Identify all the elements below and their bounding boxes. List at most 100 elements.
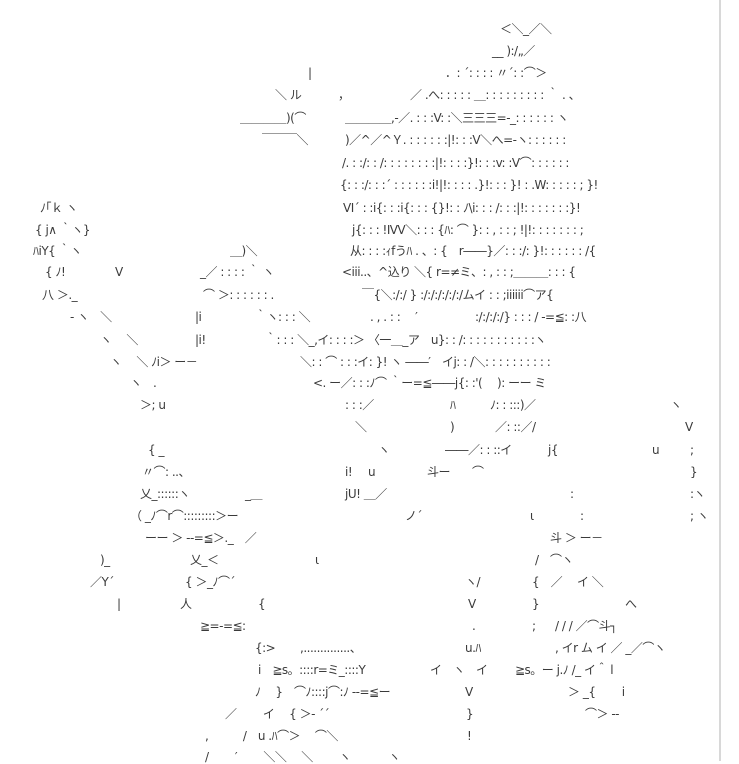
ascii-art-segment: ／ イ { ＞- ´´ bbox=[225, 707, 330, 721]
ascii-art-segment: } bbox=[466, 707, 474, 721]
ascii-art-segment: ＿＿＿＿)(⌒ bbox=[240, 111, 306, 125]
ascii-art-segment: ／Y´ bbox=[90, 575, 114, 589]
ascii-art-segment: {: : :/: : :´ : : : : : :i!|!: : : : .}!… bbox=[340, 178, 598, 192]
ascii-art-segment: ．: ´: : : : 〃´: :⌒＞ bbox=[445, 66, 547, 80]
ascii-art-segment: ＼ ル bbox=[275, 88, 302, 102]
ascii-art-segment: ⌒ bbox=[472, 465, 484, 479]
ascii-art-segment: V bbox=[685, 420, 693, 434]
ascii-art-segment: )_ bbox=[100, 553, 110, 567]
ascii-art-segment: { j∧ ｀ヽ} bbox=[35, 223, 91, 237]
ascii-art-segment: ヽ bbox=[378, 443, 390, 457]
ascii-art-segment: u bbox=[652, 443, 660, 457]
ascii-art-segment: ﾉ } ⌒ﾉ::::j⌒:ﾉ --=≦ー bbox=[255, 685, 391, 699]
ascii-art-segment: ; ヽ bbox=[690, 509, 709, 523]
ascii-art-segment: ノ´ bbox=[405, 509, 423, 523]
ascii-art-segment: . , . : : ′ bbox=[370, 310, 418, 324]
ascii-art-segment: ⌒＞ -- bbox=[585, 707, 619, 721]
ascii-art-segment: / ⌒ヽ bbox=[535, 553, 574, 567]
ascii-art-segment: ; bbox=[532, 619, 536, 633]
ascii-art-segment: ／: ::／/ bbox=[495, 420, 536, 434]
ascii-art-segment: u.ﾊ bbox=[465, 641, 481, 655]
ascii-art-segment: 乂_＜ bbox=[190, 553, 219, 567]
ascii-art-segment: ＜＼_／＼ bbox=[500, 22, 552, 36]
ascii-art-segment: 〃⌒: ..、 bbox=[142, 465, 191, 479]
ascii-art-segment: j{: : : !ⅣV＼: : : {ﾊ: ⌒ }: : , : : ; !|!… bbox=[352, 223, 584, 237]
ascii-art-segment: <. ー／: : :ﾉ⌒ ｀ー=≦――j{: :'( ): ーー ミ bbox=[313, 376, 546, 390]
ascii-art-segment: VI´ : :i{: : :i{: : : {}!: : ﾉ\i: : : /:… bbox=[343, 201, 581, 215]
ascii-art-segment: ι bbox=[530, 509, 534, 523]
ascii-art-segment: { ＞_ﾉ⌒´ bbox=[185, 575, 235, 589]
ascii-art-segment: 八 ＞._ bbox=[42, 288, 78, 302]
ascii-art-segment: } bbox=[532, 597, 540, 611]
ascii-art-segment: ヽ ＼ bbox=[100, 333, 138, 347]
ascii-art-segment: u bbox=[368, 465, 376, 479]
ascii-art-segment: . bbox=[472, 619, 476, 633]
ascii-art-segment: , イr ム イ ／ _／⌒ヽ bbox=[555, 641, 666, 655]
ascii-art-segment: ≧s。ー j.ﾉ /_ イ＾ l bbox=[515, 663, 614, 677]
ascii-art-segment: jU! ＿／ bbox=[345, 487, 387, 501]
ascii-art-segment: )／^／^Ｙ. : : : : : :|!: : :V＼へ=-ヽ: : : : … bbox=[345, 133, 566, 147]
ascii-art-segment: ／ .へ: : : : : ＿: : : : : : : : : ｀ . 、 bbox=[410, 88, 581, 102]
ascii-art-segment: _＿ bbox=[245, 487, 263, 501]
ascii-art-segment: ーー ＞ --=≦＞._ ／ bbox=[145, 531, 257, 545]
ascii-art-segment: ｀: : : ＼_,イ: : : :＞ 〈一＿_ア u}: : /: : : :… bbox=[265, 333, 546, 347]
ascii-art-segment: |i bbox=[195, 310, 202, 324]
ascii-art-segment: ; bbox=[690, 443, 694, 457]
ascii-art-segment: ＞; u bbox=[140, 398, 166, 412]
ascii-art-segment: _／ : : : : ｀ ヽ bbox=[200, 265, 275, 279]
ascii-art-segment: ， bbox=[338, 88, 350, 102]
ascii-art-segment: j{ bbox=[548, 443, 558, 457]
ascii-art-segment: :/:/:/:/} : : : / -=≦: :八 bbox=[475, 310, 587, 324]
ascii-art-segment: } bbox=[690, 465, 698, 479]
ascii-art-segment: { bbox=[258, 597, 266, 611]
ascii-art-segment: {:> bbox=[255, 641, 276, 655]
ascii-art-segment: i! bbox=[345, 465, 353, 479]
ascii-art-segment: へ bbox=[625, 597, 637, 611]
ascii-art-segment: V bbox=[115, 265, 123, 279]
ascii-art-segment: :ヽ bbox=[690, 487, 706, 501]
ascii-art-segment: ! bbox=[467, 729, 472, 743]
ascii-art-segment: V bbox=[465, 685, 473, 699]
ascii-art-segment: { ／ イ ＼ bbox=[532, 575, 604, 589]
ascii-art-segment: { ﾉ! bbox=[45, 265, 66, 279]
ascii-art-segment: / ′ ＼＼ ＼ ヽ ヽ bbox=[205, 750, 400, 764]
ascii-art-segment: イ ヽ イ bbox=[430, 663, 488, 677]
ascii-art-segment: ＞ _{ i bbox=[568, 685, 625, 699]
ascii-art-segment: : : :／ bbox=[345, 398, 374, 412]
ascii-art-segment: 从: : : :ｨfうﾊ . 、: { r――}／: : :/: }!: : :… bbox=[350, 244, 596, 258]
ascii-art-segment: ‐ ヽ ＼ bbox=[70, 310, 112, 324]
ascii-art-segment: V bbox=[468, 597, 476, 611]
ascii-art-segment: ヽ/ bbox=[465, 575, 481, 589]
ascii-art-segment: 乂_::::::ヽ bbox=[140, 487, 190, 501]
ascii-art-segment: : bbox=[570, 487, 574, 501]
ascii-art-segment: 斗ー bbox=[427, 465, 451, 479]
ascii-art-segment: ) bbox=[450, 420, 455, 434]
ascii-art-segment: / / / ／⌒斗┐ bbox=[555, 619, 617, 633]
ascii-art-segment: ≧=-=≦: bbox=[200, 619, 246, 633]
ascii-art-segment: ヽ ＼ ﾉi＞ ー－ bbox=[110, 355, 198, 369]
ascii-art-segment: ⌒ ＞: : : : : : . bbox=[203, 288, 274, 302]
ascii-art-canvas: ＜＼_／＼ __ ):/„／ | ．: ´: : : : 〃´: :⌒＞ ＼ ル ， ／ .… bbox=[33, 22, 709, 764]
ascii-art-segment: ﾉ｢ｋ ヽ bbox=[40, 201, 78, 215]
ascii-art-segment: ＿)＼ bbox=[230, 244, 258, 258]
ascii-art-segment: /. : :/: : /: : : : : : : :|!: : : :}!: … bbox=[342, 156, 569, 170]
ascii-art-segment: { _ bbox=[148, 443, 164, 457]
ascii-art-segment: ￣{＼:/:/ } :/:/:/:/:/:/ムイ : : ;iiiiii⌒ア{ bbox=[362, 288, 554, 302]
ascii-art-segment: ￣￣￣＼ bbox=[262, 133, 309, 147]
ascii-art-segment: ﾊ bbox=[450, 398, 456, 412]
ascii-art-segment: ＼ bbox=[355, 420, 367, 434]
ascii-art-segment: ＿＿＿＿,-／. : : :V: :＼三三三=-_: : : : : : ヽ bbox=[345, 111, 569, 125]
ascii-art-segment: | bbox=[117, 597, 121, 611]
ascii-art-segment: ヽ . bbox=[130, 376, 157, 390]
ascii-art-segment: ｀ヽ: : : ＼ bbox=[255, 310, 311, 324]
ascii-art-segment: |i! bbox=[195, 333, 206, 347]
ascii-art-segment: （ _ﾉ⌒r⌒:::::::::＞ー bbox=[130, 509, 239, 523]
ascii-art-segment: ヽ bbox=[670, 398, 682, 412]
ascii-art-segment: __ ):/„／ bbox=[492, 44, 535, 58]
ascii-art-segment: | bbox=[308, 66, 312, 80]
ascii-art-segment: ﾉ: : :::)／ bbox=[490, 398, 536, 412]
ascii-art-segment: ι bbox=[315, 553, 319, 567]
ascii-art-segment: ﾊiY{ ｀ヽ bbox=[33, 244, 82, 258]
ascii-art-segment: ――／: : ::イ bbox=[445, 443, 512, 457]
ascii-art-segment: , / u .ﾊ⌒＞ ⌒＼ bbox=[205, 729, 338, 743]
